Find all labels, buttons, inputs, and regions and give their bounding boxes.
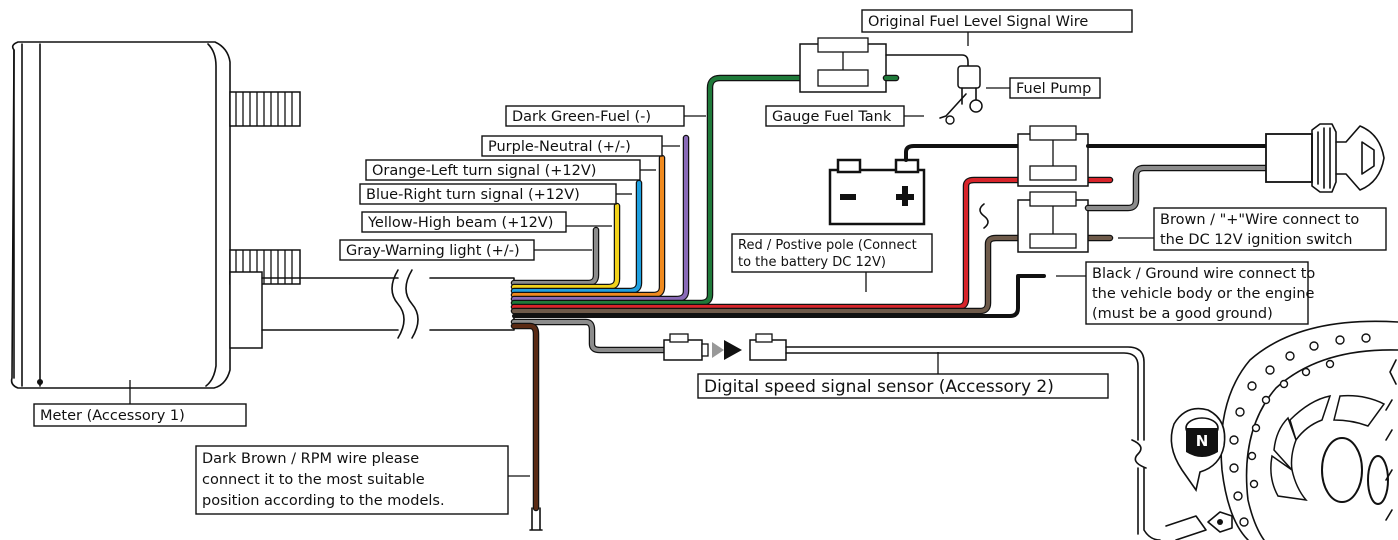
brown-ignition-line-2: the DC 12V ignition switch [1160, 232, 1352, 248]
dark-green-wire [512, 76, 802, 305]
label-yellow: Yellow-High beam (+12V) [361, 211, 567, 233]
ignition-connectors [979, 125, 1272, 253]
leader-lines [129, 32, 1154, 477]
fuel-signal-label: Original Fuel Level Signal Wire [868, 14, 1088, 30]
blue-wire [512, 181, 641, 293]
label-brown-ignition: Brown / "+"Wire connect to the DC 12V ig… [1153, 207, 1387, 251]
fuel-pump-label: Fuel Pump [1016, 81, 1091, 97]
label-fuel-pump: Fuel Pump [1009, 77, 1101, 99]
brown-wire [512, 236, 1112, 313]
red-label-line-2: to the battery DC 12V) [738, 255, 886, 270]
speed-sensor-label: Digital speed signal sensor (Accessory 2… [704, 377, 1054, 397]
label-rpm: Dark Brown / RPM wire please connect it … [195, 445, 509, 515]
dark-green-label: Dark Green-Fuel (-) [512, 109, 651, 125]
dark-brown-wire [512, 324, 538, 510]
meter-icon [10, 41, 301, 389]
rpm-label-line-2: connect it to the most suitable [202, 472, 425, 488]
black-wire [512, 274, 1046, 318]
gauge-tank-label: Gauge Fuel Tank [772, 109, 892, 125]
black-ground-line-2: the vehicle body or the engine [1092, 286, 1315, 302]
label-black-ground: Black / Ground wire connect to the vehic… [1085, 261, 1315, 325]
neutral-mark: N [1196, 432, 1209, 450]
rpm-label-line-1: Dark Brown / RPM wire please [202, 451, 419, 467]
gray-wire [512, 228, 598, 285]
brown-ignition-line-1: Brown / "+"Wire connect to [1160, 212, 1359, 228]
rpm-label-line-3: position according to the models. [202, 493, 445, 509]
purple-wire [512, 136, 688, 301]
signal-wires [510, 74, 1114, 531]
fuel-connector [799, 37, 969, 93]
label-orange: Orange-Left turn signal (+12V) [365, 159, 641, 181]
arrow-right-icon [712, 340, 742, 360]
label-red: Red / Postive pole (Connect to the batte… [731, 233, 933, 273]
sensor-plug [749, 333, 1161, 540]
main-cable [261, 269, 515, 339]
meter-label: Meter (Accessory 1) [40, 408, 185, 424]
gray-label: Gray-Warning light (+/-) [346, 243, 520, 259]
black-ground-line-3: (must be a good ground) [1092, 306, 1273, 322]
orange-label: Orange-Left turn signal (+12V) [372, 163, 596, 179]
label-gauge-tank: Gauge Fuel Tank [765, 105, 905, 127]
label-fuel-signal: Original Fuel Level Signal Wire [861, 9, 1133, 33]
label-blue: Blue-Right turn signal (+12V) [359, 183, 617, 205]
yellow-wire [512, 204, 619, 289]
connector-icon [663, 333, 709, 361]
red-wire [512, 178, 1112, 309]
label-speed-sensor: Digital speed signal sensor (Accessory 2… [697, 373, 1109, 399]
battery-icon [828, 144, 1112, 226]
brake-disc-icon [1220, 320, 1398, 540]
magnet-sensor-icon: N [1165, 407, 1233, 540]
blue-label: Blue-Right turn signal (+12V) [366, 187, 580, 203]
yellow-label: Yellow-High beam (+12V) [367, 215, 553, 231]
label-dark-green: Dark Green-Fuel (-) [505, 105, 685, 127]
label-gray: Gray-Warning light (+/-) [339, 239, 535, 261]
ignition-key-icon [1265, 123, 1385, 193]
red-label-line-1: Red / Postive pole (Connect [738, 238, 917, 253]
black-ground-line-1: Black / Ground wire connect to [1092, 266, 1315, 282]
orange-wire [512, 156, 664, 297]
label-meter: Meter (Accessory 1) [33, 403, 247, 427]
fuel-pump-icon [939, 65, 983, 125]
label-purple: Purple-Neutral (+/-) [481, 135, 663, 157]
purple-label: Purple-Neutral (+/-) [488, 139, 631, 155]
